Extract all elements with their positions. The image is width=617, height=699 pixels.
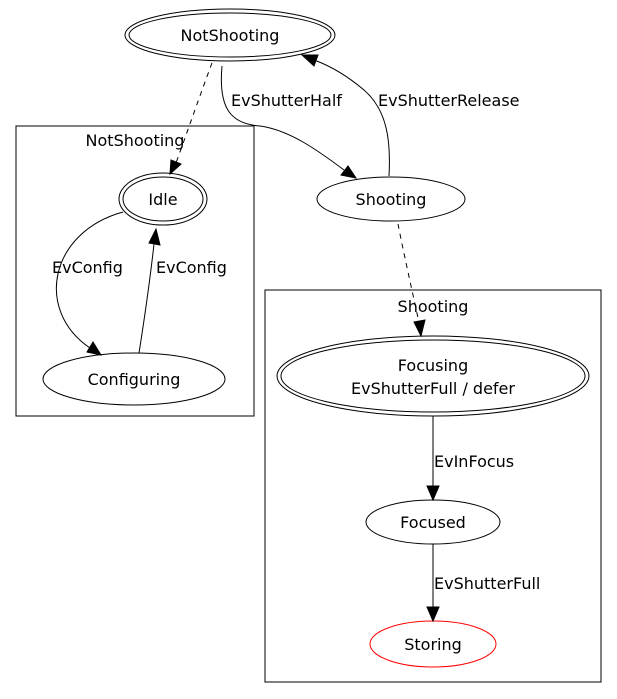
edge-shooting-to-not-shooting-line [313, 59, 390, 177]
edge-label-config-to-configuring: EvConfig [52, 258, 123, 277]
state-focused: Focused [365, 499, 501, 545]
state-shooting: Shooting [316, 176, 466, 222]
edge-label-shutter-full: EvShutterFull [434, 574, 540, 593]
state-not-shooting-outer-ring [124, 8, 336, 62]
edge-focusing-to-focused-arrow [426, 485, 440, 502]
edge-not-shooting-to-idle-line [175, 62, 213, 164]
state-focused-label: Focused [400, 513, 466, 532]
edge-configuring-to-idle-arrow [148, 227, 161, 246]
state-configuring-ellipse [42, 352, 226, 406]
state-idle-label: Idle [148, 190, 177, 209]
edge-configuring-to-idle-line [138, 243, 155, 354]
edge-idle-to-configuring-line [55, 211, 124, 349]
state-not-shooting: NotShooting [124, 8, 336, 62]
state-idle: Idle [118, 172, 208, 226]
edge-configuring-to-idle: EvConfig [138, 227, 227, 354]
cluster-not-shooting-label: NotShooting [86, 131, 185, 150]
edge-not-shooting-to-idle [169, 62, 213, 176]
edge-not-shooting-to-idle-arrow [169, 159, 182, 176]
state-storing: Storing [369, 620, 497, 668]
edge-shooting-to-focusing-arrow [413, 319, 426, 338]
edge-not-shooting-to-shooting-line [220, 65, 345, 171]
edge-not-shooting-to-shooting-arrow [340, 165, 358, 179]
cluster-not-shooting-box [15, 125, 255, 417]
edge-not-shooting-to-shooting: EvShutterHalf [220, 65, 358, 179]
edge-idle-to-configuring: EvConfig [52, 211, 124, 356]
state-focusing-outer-ring [276, 335, 590, 417]
edge-label-shutter-half: EvShutterHalf [231, 91, 342, 110]
state-not-shooting-label: NotShooting [181, 26, 280, 45]
state-idle-outer-ring [118, 172, 208, 226]
state-configuring-label: Configuring [88, 370, 181, 389]
cluster-shooting: Shooting [264, 289, 602, 683]
state-shooting-label: Shooting [356, 190, 427, 209]
state-focusing: Focusing EvShutterFull / defer [276, 335, 590, 417]
state-focusing-label-line1: Focusing [398, 356, 468, 375]
edge-label-config-to-idle: EvConfig [156, 258, 227, 277]
edge-shooting-to-not-shooting-arrow [300, 54, 319, 67]
state-idle-inner-ring [122, 176, 204, 222]
edge-focusing-to-focused: EvInFocus [426, 416, 514, 502]
edge-idle-to-configuring-arrow [86, 341, 103, 356]
state-focusing-label-line2: EvShutterFull / defer [351, 379, 515, 398]
edge-label-shutter-release: EvShutterRelease [378, 91, 520, 110]
edge-focused-to-storing-arrow [426, 606, 440, 623]
edge-focused-to-storing: EvShutterFull [426, 544, 540, 623]
edge-label-in-focus: EvInFocus [434, 452, 514, 471]
edge-shooting-to-focusing [397, 223, 426, 338]
edge-shooting-to-not-shooting: EvShutterRelease [300, 54, 520, 177]
cluster-shooting-box [264, 289, 602, 683]
state-configuring: Configuring [42, 352, 226, 406]
cluster-shooting-label: Shooting [398, 297, 469, 316]
state-storing-label: Storing [404, 635, 462, 654]
cluster-not-shooting: NotShooting [15, 125, 255, 417]
state-not-shooting-inner-ring [128, 12, 332, 58]
state-focusing-inner-ring [280, 339, 586, 413]
state-shooting-ellipse [316, 176, 466, 222]
